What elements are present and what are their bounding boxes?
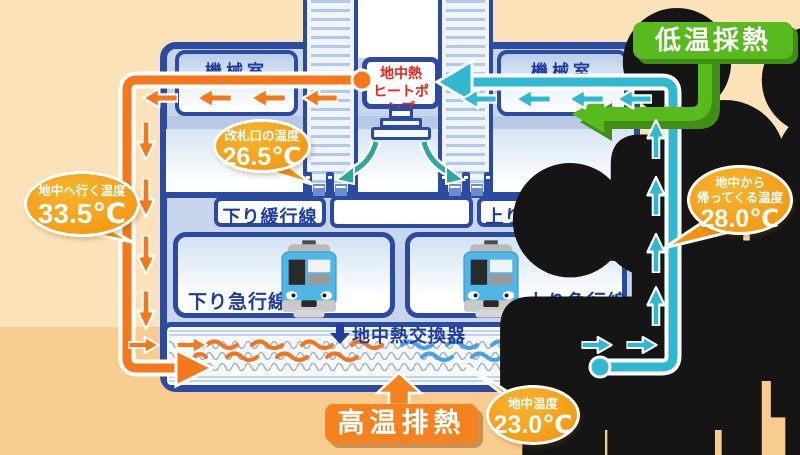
low-temp-collect-banner: 低温採熱	[633, 22, 793, 59]
exchanger-down-arrow-icon	[330, 324, 350, 344]
warm-heat-waves	[193, 339, 384, 362]
cool-pipe	[434, 58, 682, 379]
heat-exchanger-label: 地中熱交換器	[352, 326, 466, 346]
local-line-platform	[330, 196, 473, 228]
cooled-air-arrows	[333, 140, 467, 186]
gate-temp-label: 改札口の温度	[224, 129, 300, 143]
bubble-ground-temp: 地中温度 23.0℃	[486, 385, 580, 445]
to-ground-value: 33.5℃	[37, 198, 127, 229]
heat-pump-stand	[380, 118, 422, 128]
green-collect-pipe	[572, 52, 720, 141]
heat-pump-stand	[371, 127, 431, 140]
express-line-down-label: 下り急行線	[188, 292, 289, 313]
from-ground-label-2: 帰ってくる温度	[696, 191, 784, 205]
to-ground-label: 地中へ行く温度	[38, 184, 126, 198]
high-temp-exhaust-banner: 高温排熱	[325, 404, 478, 443]
warm-pipe-arrowhead	[174, 347, 216, 389]
heat-pump-label-1: 地中熱	[380, 65, 422, 81]
central-shaft	[358, 0, 438, 58]
heat-pump-stand	[389, 108, 413, 119]
ground-temp-label: 地中温度	[507, 397, 558, 411]
cool-pipe-inlet	[588, 355, 612, 379]
concourse-floor	[160, 192, 640, 198]
warm-pipe-outlet	[350, 68, 374, 92]
gate-temp-value: 26.5℃	[222, 143, 302, 171]
cool-pipe-arrowhead	[434, 58, 474, 106]
green-arrowhead	[572, 95, 604, 133]
train-icon-down	[281, 240, 337, 318]
bubble-gate-temp: 改札口の温度 26.5℃	[213, 119, 311, 173]
from-ground-label-1: 地中から	[714, 176, 765, 190]
local-line-down-label: 下り緩行線	[214, 197, 326, 227]
exhaust-up-arrow	[373, 371, 425, 407]
ground-temp-value: 23.0℃	[493, 411, 573, 439]
bubble-to-ground-temp: 地中へ行く温度 33.5℃	[24, 171, 140, 237]
from-ground-value: 28.0℃	[700, 205, 780, 233]
bubble-from-ground-temp: 地中から 帰ってくる温度 28.0℃	[687, 165, 793, 235]
